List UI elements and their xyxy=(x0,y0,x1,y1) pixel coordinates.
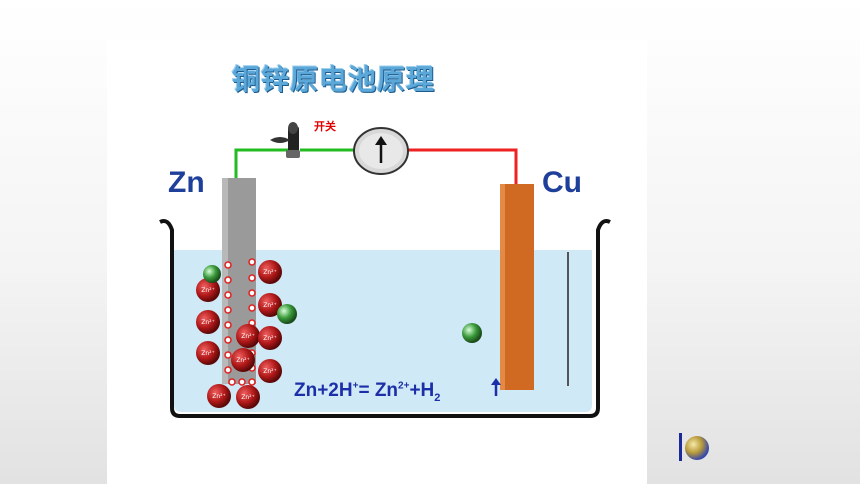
nav-logo-icon[interactable] xyxy=(678,431,712,463)
eq-plus-h: +H xyxy=(409,380,435,401)
hydrogen-ions xyxy=(203,265,482,343)
reaction-equation: Zn+2H+= Zn2++H2 xyxy=(294,380,440,404)
ion-label: Zn²⁺ xyxy=(263,302,277,309)
ion-label: Zn²⁺ xyxy=(201,319,215,326)
ion-label: Zn²⁺ xyxy=(201,350,215,357)
gas-arrow-icon xyxy=(491,378,501,396)
zinc-ions xyxy=(196,260,282,409)
wire-red xyxy=(406,148,518,184)
eq-zn-charge: 2+ xyxy=(398,380,410,392)
zinc-ion-labels: Zn²⁺ Zn²⁺ Zn²⁺ Zn²⁺ Zn²⁺ Zn²⁺ Zn²⁺ Zn²⁺ … xyxy=(201,269,277,401)
galvanometer-icon xyxy=(353,127,409,175)
switch-icon xyxy=(270,122,300,158)
wire-green xyxy=(234,148,290,178)
ion-label: Zn²⁺ xyxy=(212,393,226,400)
ion-label: Zn²⁺ xyxy=(241,394,255,401)
eq-lhs: Zn+2H xyxy=(294,380,353,401)
slide-title: 铜锌原电池原理 xyxy=(232,63,436,96)
copper-electrode xyxy=(500,184,534,390)
ion-label: Zn²⁺ xyxy=(263,269,277,276)
eq-mid: = Zn xyxy=(358,380,399,401)
zinc-label: Zn xyxy=(168,166,205,199)
ion-label: Zn²⁺ xyxy=(201,287,215,294)
ion-label: Zn²⁺ xyxy=(236,357,250,364)
electrons xyxy=(224,258,256,386)
copper-label: Cu xyxy=(542,166,582,199)
ion-label: Zn²⁺ xyxy=(241,333,255,340)
eq-h2-sub: 2 xyxy=(434,391,441,404)
beaker xyxy=(159,219,611,418)
eq-h-charge: + xyxy=(352,380,359,392)
ion-label: Zn²⁺ xyxy=(263,335,277,342)
ion-label: Zn²⁺ xyxy=(263,368,277,375)
switch-label: 开关 xyxy=(314,120,336,133)
